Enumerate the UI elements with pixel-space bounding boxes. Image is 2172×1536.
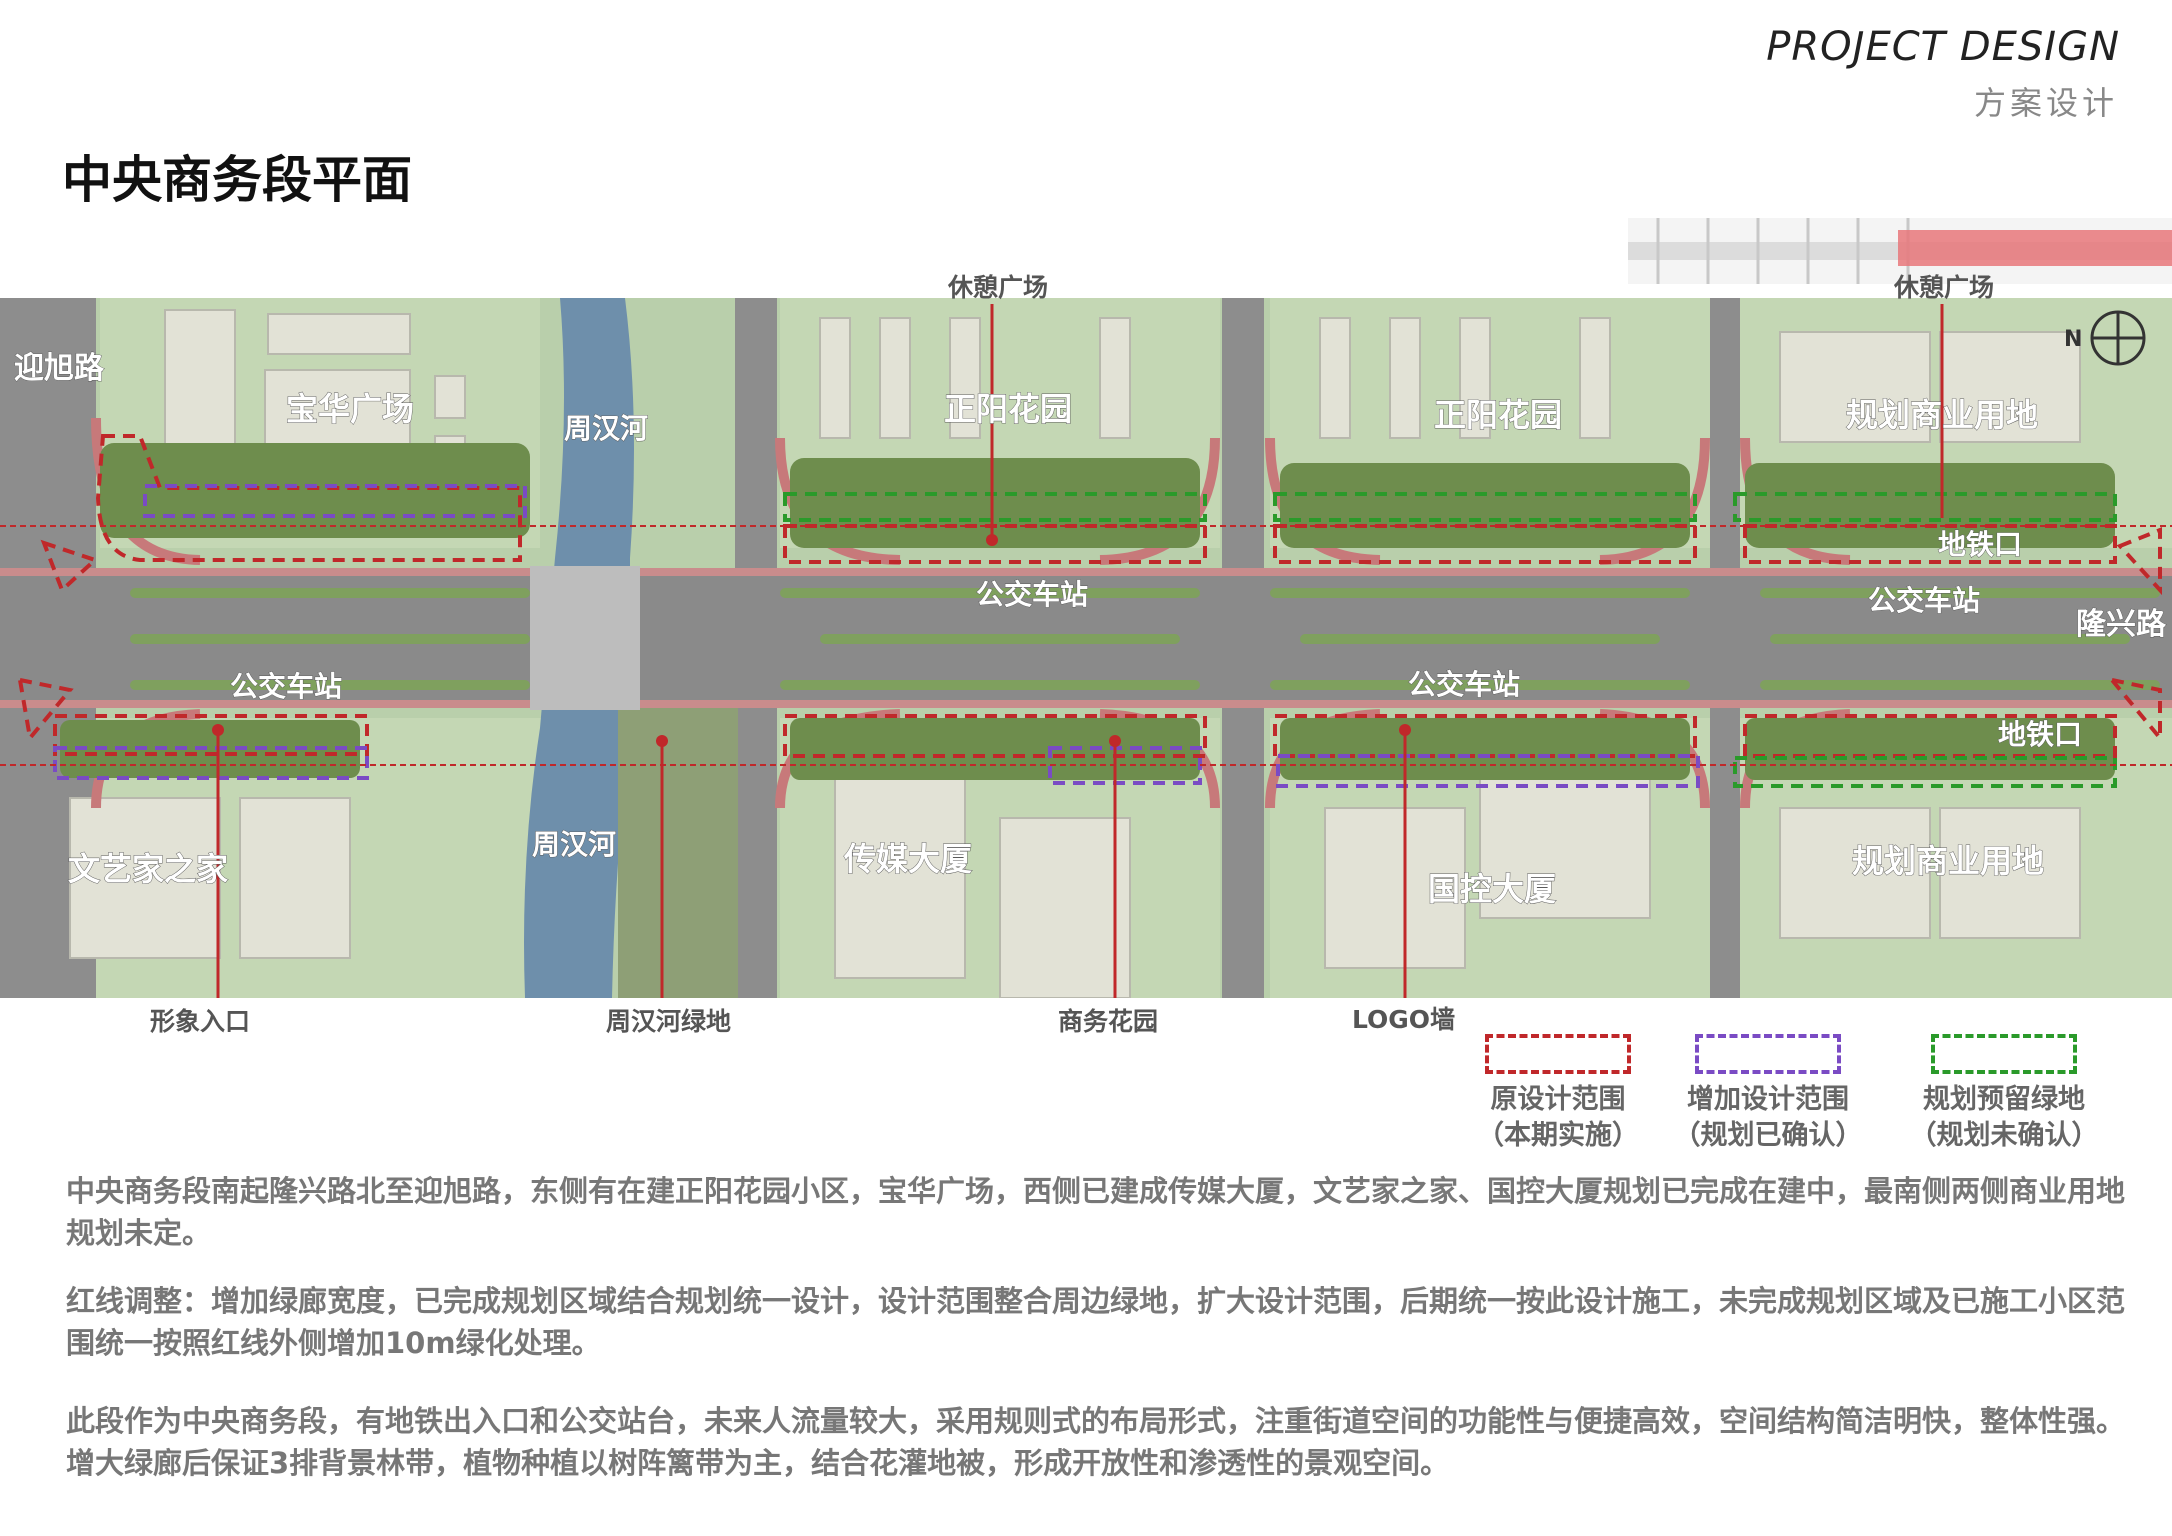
- label-planned-commercial-north: 规划商业用地: [1846, 396, 2038, 434]
- label-zhouhan-river-north: 周汉河: [564, 412, 648, 445]
- callout-rest-plaza-1: 休憩广场: [948, 273, 1049, 302]
- callout-rest-plaza-2: 休憩广场: [1894, 273, 1995, 302]
- minimap-highlight: [1898, 230, 2172, 266]
- header-title-en: PROJECT DESIGN: [1766, 24, 2120, 70]
- description-paragraph-3: 此段作为中央商务段，有地铁出入口和公交站台，未来人流量较大，采用规则式的布局形式…: [66, 1404, 2126, 1480]
- location-minimap: [1628, 218, 2172, 284]
- legend-label: 增加设计范围（规划已确认）: [1673, 1084, 1863, 1151]
- label-bus-stop-4: 公交车站: [1408, 668, 1520, 701]
- north-arrow-label: N: [2064, 327, 2082, 352]
- label-metro-exit-north: 地铁口: [1938, 528, 2022, 561]
- label-bus-stop-2: 公交车站: [1868, 584, 1980, 617]
- callout-image-entrance: 形象入口: [150, 1007, 251, 1036]
- legend-added-scope: 增加设计范围（规划已确认）: [1670, 1034, 1866, 1154]
- label-baohua-plaza: 宝华广场: [286, 390, 414, 428]
- north-arrow-icon: N: [2064, 310, 2146, 366]
- label-metro-exit-south: 地铁口: [1998, 718, 2082, 751]
- label-media-tower: 传媒大厦: [843, 840, 972, 878]
- legend-label: 规划预留绿地（规划未确认）: [1909, 1084, 2099, 1151]
- legend-swatch-purple: [1695, 1034, 1841, 1074]
- label-zhouhan-river-south: 周汉河: [532, 828, 616, 861]
- label-yingxu-road: 迎旭路: [14, 351, 105, 386]
- label-bus-stop-1: 公交车站: [976, 578, 1088, 611]
- page-title: 中央商务段平面: [62, 151, 412, 209]
- callout-zhouhan-greenland: 周汉河绿地: [606, 1007, 732, 1036]
- legend-reserved-green: 规划预留绿地（规划未确认）: [1894, 1034, 2114, 1154]
- site-plan-map: N 迎旭路 宝华广场 周汉河 正阳花园 正阳花园 规划商业用地 地铁口 公交车站…: [0, 298, 2172, 998]
- callout-business-garden: 商务花园: [1058, 1007, 1159, 1036]
- legend-label: 原设计范围（本期实施）: [1477, 1084, 1639, 1151]
- label-planned-commercial-south: 规划商业用地: [1852, 842, 2044, 880]
- label-artists-home: 文艺家之家: [68, 850, 228, 888]
- label-zhengyang-garden-1: 正阳花园: [944, 390, 1072, 428]
- label-longxing-road: 隆兴路: [2076, 607, 2167, 642]
- legend-swatch-green: [1931, 1034, 2077, 1074]
- label-bus-stop-3: 公交车站: [230, 670, 342, 703]
- label-zhengyang-garden-2: 正阳花园: [1434, 396, 1562, 434]
- legend-swatch-red: [1485, 1034, 1631, 1074]
- header-title-cn: 方案设计: [1973, 84, 2118, 122]
- description-paragraph-1: 中央商务段南起隆兴路北至迎旭路，东侧有在建正阳花园小区，宝华广场，西侧已建成传媒…: [66, 1174, 2126, 1250]
- legend-original-scope: 原设计范围（本期实施）: [1460, 1034, 1656, 1154]
- callout-logo-wall: LOGO墙: [1352, 1005, 1456, 1034]
- description-paragraph-2: 红线调整：增加绿廊宽度，已完成规划区域结合规划统一设计，设计范围整合周边绿地，扩…: [66, 1284, 2126, 1360]
- label-guokong-tower: 国控大厦: [1428, 870, 1556, 908]
